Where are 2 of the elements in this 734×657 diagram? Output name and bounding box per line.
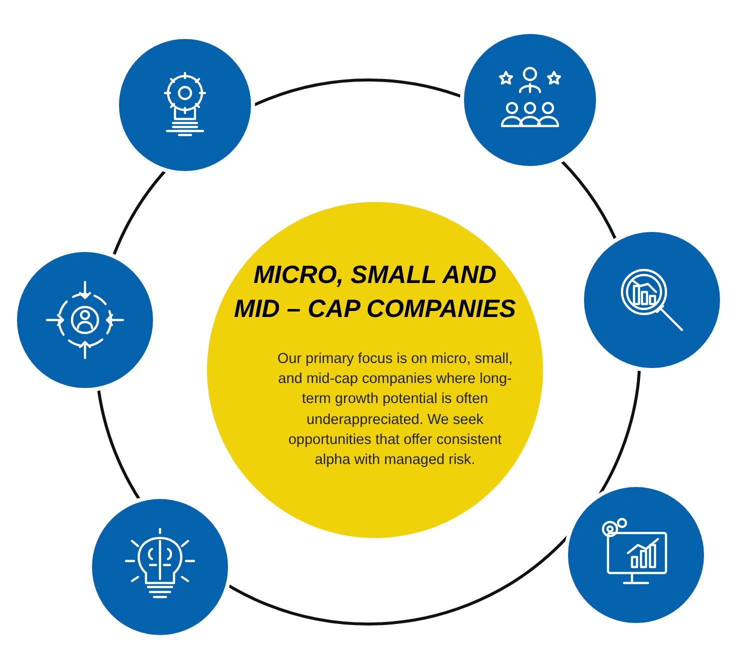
description-text: Our primary focus is on micro, small, and mid-cap companies where long-term growth potential is often underappreciated. We seek opportunities that offer consistent alpha with managed risk. <box>276 350 514 470</box>
heading: MICRO, SMALL AND MID – CAP COMPANIES <box>233 260 517 326</box>
